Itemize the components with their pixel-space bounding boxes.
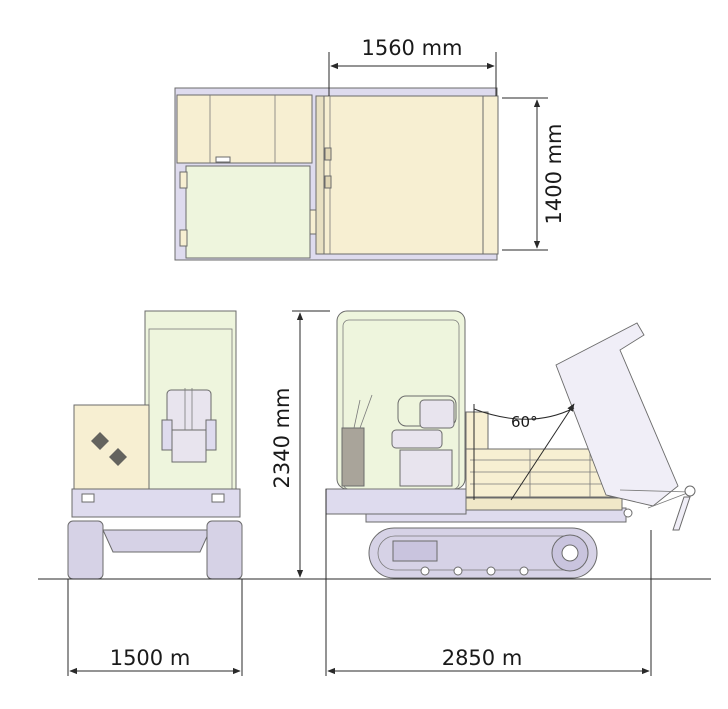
top-length-label: 1560 mm xyxy=(361,36,462,60)
height-dimension: 2340 mm xyxy=(270,310,330,578)
top-dump-bed xyxy=(322,95,499,255)
top-operator-cab xyxy=(176,94,313,164)
decal-icon xyxy=(91,432,127,466)
front-view xyxy=(67,310,243,580)
side-length-label: 2850 m xyxy=(442,646,523,670)
top-handle xyxy=(215,156,231,163)
top-width-dimension: 1400 mm xyxy=(502,97,566,251)
front-width-dimension: 1500 m xyxy=(67,579,243,676)
side-seat xyxy=(391,395,457,487)
side-controls xyxy=(341,394,373,487)
front-width-label: 1500 m xyxy=(110,646,191,670)
top-engine-cover xyxy=(185,165,311,259)
sprocket-icon xyxy=(551,534,589,572)
front-track-right xyxy=(206,520,243,580)
side-length-dimension: 2850 m xyxy=(325,489,652,676)
dump-angle-indicator: 60° xyxy=(473,403,575,501)
front-undercarriage xyxy=(102,529,211,553)
front-engine-box xyxy=(73,404,150,490)
front-frame xyxy=(71,488,241,518)
front-seat xyxy=(161,388,217,463)
top-width-label: 1400 mm xyxy=(542,123,566,224)
dump-angle-label: 60° xyxy=(511,413,538,431)
top-length-dimension: 1560 mm xyxy=(328,36,497,96)
top-view xyxy=(174,87,499,261)
height-label: 2340 mm xyxy=(270,387,294,488)
side-dump-bed-raised xyxy=(555,322,696,531)
front-track-left xyxy=(67,520,104,580)
side-view: 60° xyxy=(325,310,696,579)
